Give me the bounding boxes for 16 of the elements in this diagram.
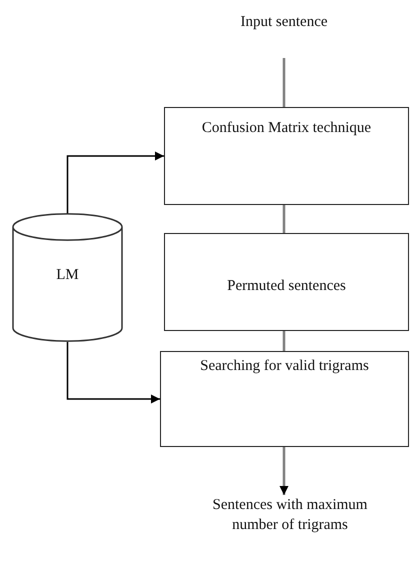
connector-line (282, 58, 286, 107)
arrow (66, 152, 164, 214)
input-label: Input sentence (240, 13, 328, 32)
process-label: Searching for valid trigrams (199, 357, 370, 376)
connector-line (282, 205, 286, 233)
process-box (164, 107, 409, 205)
connector-line (282, 331, 286, 351)
output-label: Sentences with maximum number of trigrams (212, 496, 368, 536)
process-label: Permuted sentences (226, 277, 347, 296)
database-label: LM (55, 266, 80, 285)
arrow (280, 447, 288, 495)
process-box (160, 351, 409, 447)
process-box (164, 233, 409, 331)
arrow (66, 342, 160, 404)
process-label: Confusion Matrix technique (200, 119, 372, 138)
database-cylinder (12, 213, 123, 342)
